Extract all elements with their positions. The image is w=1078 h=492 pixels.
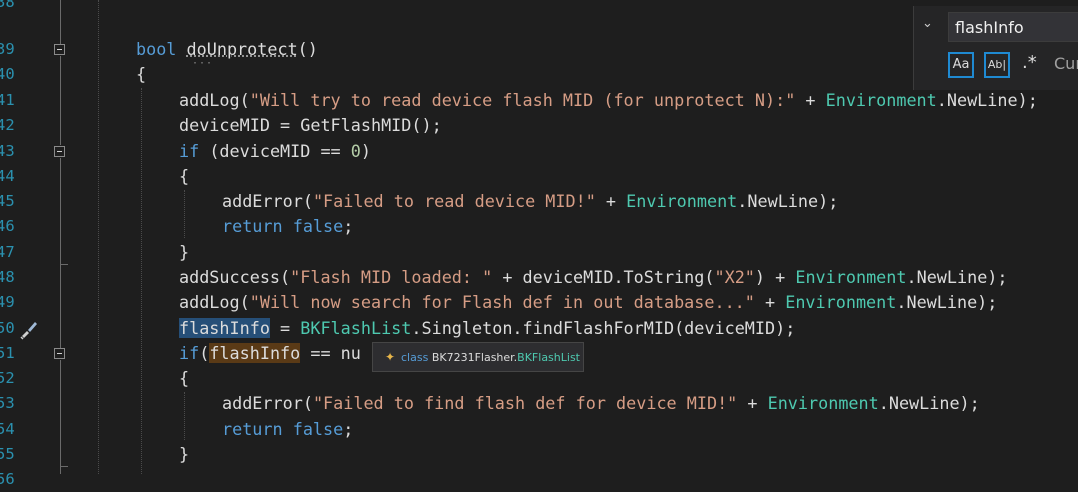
indent-guide [184,190,185,238]
whole-word-toggle[interactable]: Ab| [984,52,1010,78]
code-line-45: addError("Failed to read device MID!" + … [222,191,839,211]
search-scope-dropdown[interactable]: Cur [1054,54,1078,73]
find-input[interactable] [948,12,1078,42]
line-number: 42 [0,116,15,134]
line-number: 43 [0,142,15,160]
line-number: 38 [0,0,15,11]
line-number: 52 [0,369,15,387]
code-line-48: addSuccess("Flash MID loaded: " + device… [179,267,1008,287]
selected-identifier: flashInfo [179,318,270,338]
code-line-54: return false; [222,419,354,439]
code-line-47: } [179,242,190,262]
line-number: 48 [0,268,15,286]
line-number: 54 [0,420,15,438]
code-line-53: addError("Failed to find flash def for d… [222,393,980,413]
class-icon: ✦ [385,350,396,364]
indent-guide [184,392,185,440]
code-line-55: } [179,444,190,464]
indent-guide [141,88,142,474]
code-line-40: { [136,64,147,84]
line-number: 44 [0,167,15,185]
method-name: doUnprotect [186,39,298,59]
code-line-43: if (deviceMID == 0) [179,141,371,161]
outline-line [60,360,61,474]
code-line-39: bool doUnprotect() [136,39,318,59]
code-line-46: return false; [222,216,354,236]
line-number: 45 [0,192,15,210]
fold-collapse-button[interactable] [54,44,65,55]
code-line-49: addLog("Will now search for Flash def in… [179,292,998,312]
highlighted-reference: flashInfo [209,343,301,363]
outline-line [60,158,61,348]
line-number: 53 [0,394,15,412]
suggestion-dots: ··· [192,58,214,69]
line-number: 47 [0,243,15,261]
indent-guide [98,0,99,474]
line-number: 56 [0,470,15,488]
outline-end-tick [60,264,68,265]
chevron-down-icon[interactable]: ⌄ [922,16,933,31]
code-line-50: flashInfo = BKFlashList.Singleton.findFl… [179,318,796,338]
line-number: 46 [0,217,15,235]
match-case-toggle[interactable]: Aa [948,52,974,78]
line-number: 55 [0,445,15,463]
line-number: 51 [0,344,15,362]
code-line-41: addLog("Will try to read device flash MI… [179,90,1038,110]
line-number: 39 [0,40,15,58]
code-line-44: { [179,166,190,186]
line-number-gutter: 38 39 40 41 42 43 44 45 46 47 48 49 50 5… [0,0,48,488]
outline-end-tick [60,466,68,467]
code-line-52: { [179,368,190,388]
line-number: 50 [0,319,15,337]
line-number: 41 [0,91,15,109]
quick-actions-brush-icon[interactable] [18,318,40,340]
regex-toggle[interactable]: .* [1022,52,1037,73]
outline-line [60,56,61,145]
code-line-51: if(flashInfo == nu [179,343,361,363]
line-number: 40 [0,65,15,83]
fold-collapse-button[interactable] [54,146,65,157]
quick-info-tooltip: ✦class BK7231Flasher.BKFlashList [372,342,584,372]
code-line-42: deviceMID = GetFlashMID(); [179,115,442,135]
line-number: 49 [0,293,15,311]
fold-collapse-button[interactable] [54,348,65,359]
outline-line [60,0,61,44]
find-widget: ⌄ Aa Ab| .* Cur [913,6,1078,90]
